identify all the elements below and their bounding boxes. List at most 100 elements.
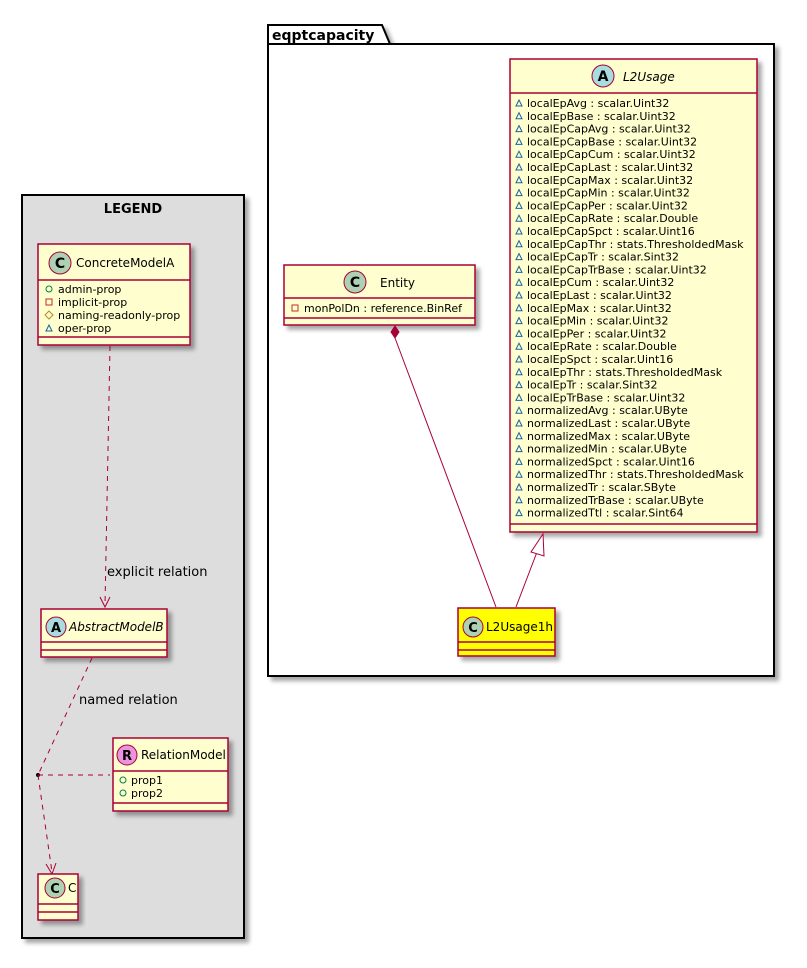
package-visibility-icon (515, 354, 523, 363)
public-visibility-icon (119, 789, 127, 797)
abstract-class-badge-icon (45, 616, 67, 638)
package-visibility-icon (515, 431, 523, 440)
named-relation-label: named relation (79, 693, 178, 708)
package-visibility-icon (515, 124, 523, 133)
package-visibility-icon (515, 406, 523, 414)
l2usage-class[interactable]: A L2Usage localEpAvg : scalar.Uint32loca… (509, 58, 758, 533)
package-visibility-icon (515, 444, 523, 453)
concrete-attr-2: implicit-prop (58, 296, 127, 309)
package-visibility-icon (515, 188, 523, 197)
package-visibility-icon (515, 175, 523, 184)
relation-class-badge-letter: R (122, 749, 132, 764)
concrete-attr-4: oper-prop (58, 322, 111, 335)
l2usage-attribute: localEpRate : scalar.Double (527, 340, 677, 353)
concrete-class-badge-icon (343, 270, 367, 294)
package-visibility-icon (515, 495, 523, 504)
l2usage-attribute: localEpLast : scalar.Uint32 (527, 289, 672, 302)
l2usage-attribute: localEpCapMax : scalar.Uint32 (527, 174, 693, 187)
l2usage-attribute: localEpThr : stats.ThresholdedMask (527, 366, 723, 379)
package-visibility-icon (515, 470, 523, 478)
l2usage-attribute: localEpCapCum : scalar.Uint32 (527, 148, 696, 161)
abstract-class-badge-icon (591, 64, 615, 88)
package-visibility-icon (45, 323, 53, 332)
concrete-class-badge-icon (44, 877, 66, 899)
concrete-class-badge-icon (48, 251, 72, 275)
relation-model-class[interactable]: R RelationModel prop1 prop2 (112, 737, 229, 812)
protected-visibility-icon (44, 310, 54, 320)
concrete-model-a-class[interactable]: C ConcreteModelA admin-prop implicit-pro… (37, 243, 191, 346)
package-visibility-icon (515, 98, 523, 107)
l2usage-attribute: normalizedAvg : scalar.UByte (527, 404, 688, 417)
concrete-attr-1: admin-prop (58, 283, 121, 296)
public-visibility-icon (45, 285, 53, 293)
l2usage-attribute: localEpCapTrBase : scalar.Uint32 (527, 263, 707, 276)
l2usage-attribute: localEpCapLast : scalar.Uint32 (527, 161, 693, 174)
named-relation-line-upper (37, 657, 93, 776)
legend-title: LEGEND (104, 202, 163, 217)
class-c-name: C (68, 881, 76, 895)
entity-class[interactable]: C Entity monPolDn : reference.BinRef (283, 264, 476, 326)
relation-class-badge-icon (116, 744, 138, 766)
package-visibility-icon (515, 252, 523, 261)
relation-model-name: RelationModel (141, 748, 226, 762)
class-c[interactable]: C C (37, 873, 79, 921)
entity-badge-letter: C (350, 275, 360, 291)
package-visibility-icon (515, 508, 523, 517)
l2usage-attribute: localEpTr : scalar.Sint32 (527, 379, 658, 392)
l2usage-attribute: normalizedMin : scalar.UByte (527, 443, 687, 456)
package-visibility-icon (515, 418, 523, 427)
package-visibility-icon (515, 342, 523, 350)
package-visibility-icon (515, 482, 523, 491)
l2usage-attribute: normalizedLast : scalar.UByte (527, 417, 690, 430)
relation-attr-1: prop1 (131, 774, 163, 787)
l2usage-attribute: normalizedSpct : scalar.Uint16 (527, 455, 695, 468)
package-visibility-icon (515, 380, 523, 389)
package-visibility-icon (515, 137, 523, 145)
l2usage-attribute: normalizedTrBase : scalar.UByte (527, 494, 704, 507)
concrete-class-badge-icon (462, 616, 484, 638)
entity-name: Entity (380, 276, 415, 290)
composition-line (394, 337, 497, 608)
package-visibility-icon (515, 111, 523, 120)
l2usage-attribute: localEpCapThr : stats.ThresholdedMask (527, 238, 744, 251)
concrete-class-badge-letter: C (55, 256, 65, 272)
concrete-attr-3: naming-readonly-prop (58, 309, 180, 322)
named-relation-line-lower (37, 774, 53, 873)
l2usage-attribute: localEpPer : scalar.Uint32 (527, 327, 667, 340)
package-visibility-icon (515, 226, 523, 235)
l2usage-name: L2Usage (623, 70, 675, 84)
relation-attr-2: prop2 (131, 787, 163, 800)
entity-attr-1: monPolDn : reference.BinRef (304, 302, 463, 315)
explicit-relation-line (104, 345, 111, 606)
explicit-relation-arrowhead (99, 596, 111, 609)
concrete-model-a-name: ConcreteModelA (76, 256, 175, 270)
package-visibility-icon (515, 214, 523, 222)
package-eqptcapacity: eqptcapacity C Entity monPolDn : referen… (267, 24, 775, 677)
abstract-model-b-class[interactable]: A AbstractModelB (40, 608, 168, 658)
l2usage-attribute: normalizedThr : stats.ThresholdedMask (527, 468, 744, 481)
l2usage-attribute: localEpTrBase : scalar.Uint32 (527, 391, 685, 404)
l2usage-attribute: localEpSpct : scalar.Uint16 (527, 353, 673, 366)
legend: LEGEND C ConcreteModelA admin-prop impli… (21, 194, 245, 939)
l2usage-attribute: localEpCapRate : scalar.Double (527, 212, 698, 225)
private-visibility-icon (45, 298, 53, 306)
package-visibility-icon (515, 393, 523, 401)
l2usage1h-badge-letter: C (468, 621, 478, 636)
l2usage-attribute: localEpCapSpct : scalar.Uint16 (527, 225, 695, 238)
package-visibility-icon (515, 239, 523, 248)
l2usage1h-class[interactable]: C L2Usage1h (457, 607, 556, 657)
private-visibility-icon (291, 304, 299, 312)
package-visibility-icon (515, 367, 523, 376)
package-visibility-icon (515, 278, 523, 286)
generalization-arrowhead (530, 532, 545, 557)
package-visibility-icon (515, 316, 523, 325)
public-visibility-icon (119, 776, 127, 784)
abstract-model-b-name: AbstractModelB (68, 620, 164, 634)
l2usage-attribute: localEpBase : scalar.Uint32 (527, 110, 676, 123)
l2usage1h-name: L2Usage1h (486, 620, 553, 634)
l2usage-attribute: localEpMax : scalar.Uint32 (527, 302, 672, 315)
l2usage-attribute: localEpAvg : scalar.Uint32 (527, 97, 669, 110)
package-visibility-icon (515, 201, 523, 209)
l2usage-attribute: localEpCapPer : scalar.Uint32 (527, 199, 688, 212)
